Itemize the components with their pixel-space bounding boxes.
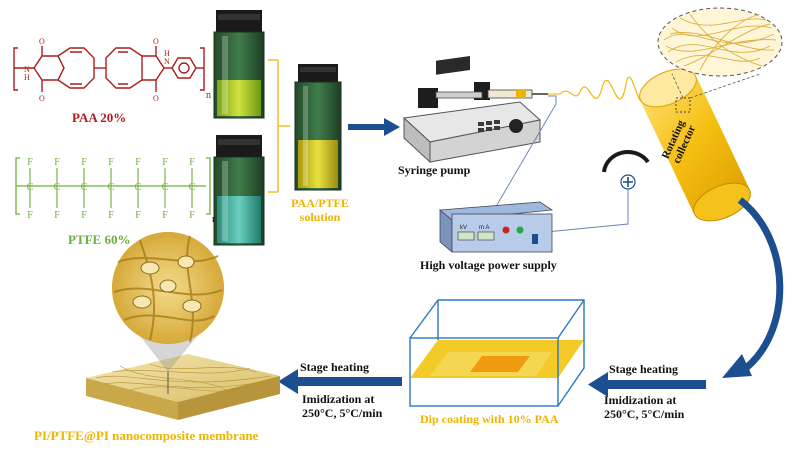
paa-o-3: O <box>153 37 159 46</box>
ptfe-f-bottom-6: F <box>189 210 195 221</box>
membrane <box>86 354 280 420</box>
power-supply <box>438 201 554 253</box>
paa-atoms: O O O O N H N H n <box>24 37 211 103</box>
paa-o-1: O <box>39 37 45 46</box>
stage-heating-left: Stage heating <box>300 360 369 374</box>
collector-electrode <box>602 150 650 190</box>
ptfe-c-0: C <box>27 182 34 193</box>
ptfe-f-bottom-4: F <box>135 210 141 221</box>
arrow-collector-to-heating <box>722 197 784 378</box>
syringe-pump-label: Syringe pump <box>398 163 471 177</box>
power-wires <box>493 95 629 233</box>
membrane-label: PI/PTFE@PI nanocomposite membrane <box>34 428 259 443</box>
ptfe-f-top-4: F <box>135 157 141 168</box>
vial-bracket <box>268 59 290 193</box>
paa-label: PAA 20% <box>72 110 127 125</box>
ptfe-f-bottom-5: F <box>162 210 168 221</box>
ptfe-atoms: F C F F C F F C F F C F F C F F C F F C F <box>27 157 196 221</box>
imidization-right: Imidization at 250°C, 5°C/min <box>604 393 684 421</box>
fiber-zoom-bubble <box>657 7 783 99</box>
imidization-right-line1: Imidization at <box>604 393 677 407</box>
dip-coating-label: Dip coating with 10% PAA <box>420 412 559 426</box>
ptfe-f-bottom-0: F <box>27 210 33 221</box>
ptfe-label: PTFE 60% <box>68 232 131 247</box>
ptfe-vial <box>213 135 265 246</box>
paa-n-1: N <box>24 65 30 74</box>
ptfe-c-4: C <box>135 182 142 193</box>
solution-label: PAA/PTFE solution <box>284 196 356 224</box>
paa-subscript-n: n <box>206 90 211 101</box>
ptfe-f-top-3: F <box>108 157 114 168</box>
imidization-right-line2: 250°C, 5°C/min <box>604 407 685 421</box>
membrane-zoom <box>112 232 224 394</box>
ptfe-f-top-0: F <box>27 157 33 168</box>
imidization-left-line1: Imidization at <box>302 392 375 406</box>
paa-o-2: O <box>39 94 45 103</box>
rotating-collector <box>639 68 751 222</box>
dip-tank <box>409 299 585 407</box>
ptfe-c-2: C <box>81 182 88 193</box>
solution-label-line1: PAA/PTFE <box>291 196 349 210</box>
ptfe-c-5: C <box>162 182 169 193</box>
ptfe-f-top-1: F <box>54 157 60 168</box>
ptfe-c-6: C <box>189 182 196 193</box>
ptfe-f-bottom-2: F <box>81 210 87 221</box>
paa-h-1: H <box>24 73 30 82</box>
power-supply-label: High voltage power supply <box>420 258 557 272</box>
power-supply-ma: m A <box>479 225 489 231</box>
syringe-pump <box>402 55 548 164</box>
mixed-vial <box>294 64 342 191</box>
paa-o-4: O <box>153 94 159 103</box>
ptfe-f-top-2: F <box>81 157 87 168</box>
paa-n-2: N <box>164 57 170 66</box>
spinning-jet <box>548 76 649 103</box>
ptfe-f-bottom-3: F <box>108 210 114 221</box>
solution-label-line2: solution <box>299 210 341 224</box>
paa-h-2: H <box>164 49 170 58</box>
ptfe-c-3: C <box>108 182 115 193</box>
imidization-left: Imidization at 250°C, 5°C/min <box>302 392 382 420</box>
ptfe-f-top-5: F <box>162 157 168 168</box>
paa-structure <box>13 46 205 92</box>
ptfe-f-bottom-1: F <box>54 210 60 221</box>
arrow-heating-to-membrane <box>278 369 402 394</box>
paa-vial <box>213 10 265 119</box>
arrow-heating-to-dip <box>588 372 706 397</box>
ptfe-f-top-6: F <box>189 157 195 168</box>
imidization-left-line2: 250°C, 5°C/min <box>302 406 383 420</box>
power-supply-kv: kV <box>460 225 467 231</box>
ptfe-c-1: C <box>54 182 61 193</box>
stage-heating-right: Stage heating <box>609 362 678 376</box>
arrow-solution-to-pump <box>348 118 400 136</box>
